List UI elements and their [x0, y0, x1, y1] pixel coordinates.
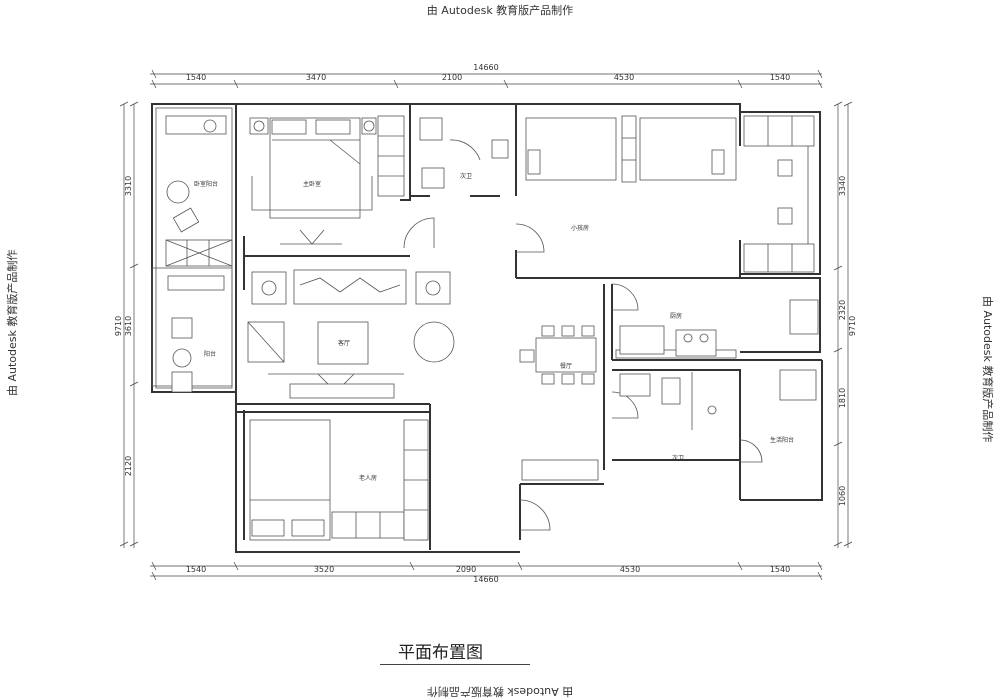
dim-right-3: 1810: [838, 388, 847, 408]
dim-left-3: 2120: [124, 456, 133, 476]
dim-bottom-5: 1540: [770, 565, 790, 574]
label-living-room: 客厅: [338, 339, 350, 347]
title-underline: [380, 664, 530, 665]
dimension-lines: [119, 69, 853, 581]
dim-top-3: 2100: [442, 73, 462, 82]
dim-bottom-1: 1540: [186, 565, 206, 574]
doors: [403, 139, 763, 531]
label-balcony: 阳台: [204, 350, 216, 358]
watermark-top: 由 Autodesk 教育版产品制作: [426, 4, 574, 17]
drawing-title: 平面布置图: [398, 643, 483, 663]
walls: [151, 103, 823, 553]
dim-right-total: 9710: [848, 316, 857, 336]
dim-top-1: 1540: [186, 73, 206, 82]
dim-bottom-total: 14660: [473, 575, 498, 584]
dim-left-2: 3610: [124, 316, 133, 336]
label-master-balcony: 卧室阳台: [194, 180, 218, 188]
dim-right-1: 3340: [838, 176, 847, 196]
furniture: [166, 117, 819, 541]
dim-bottom-3: 2090: [456, 565, 476, 574]
dim-bottom-4: 4530: [620, 565, 640, 574]
label-dining-room: 餐厅: [560, 362, 572, 370]
label-kitchen: 厨房: [670, 312, 682, 320]
label-service-balcony: 生活阳台: [770, 436, 794, 444]
dim-top-4: 4530: [614, 73, 634, 82]
dim-top-total: 14660: [473, 63, 498, 72]
label-master-bedroom: 主卧室: [303, 180, 321, 188]
dim-right-4: 1060: [838, 486, 847, 506]
dim-left-1: 3310: [124, 176, 133, 196]
dim-right-2: 2320: [838, 300, 847, 320]
dim-top-5: 1540: [770, 73, 790, 82]
label-elderly-room: 老人房: [359, 474, 377, 482]
label-second-bath: 次卫: [460, 172, 472, 180]
dim-left-total: 9710: [114, 316, 123, 336]
dim-bottom-2: 3520: [314, 565, 334, 574]
label-bathroom2: 次卫: [672, 454, 684, 462]
label-kids-room: 小孩房: [571, 224, 589, 232]
dim-top-2: 3470: [306, 73, 326, 82]
